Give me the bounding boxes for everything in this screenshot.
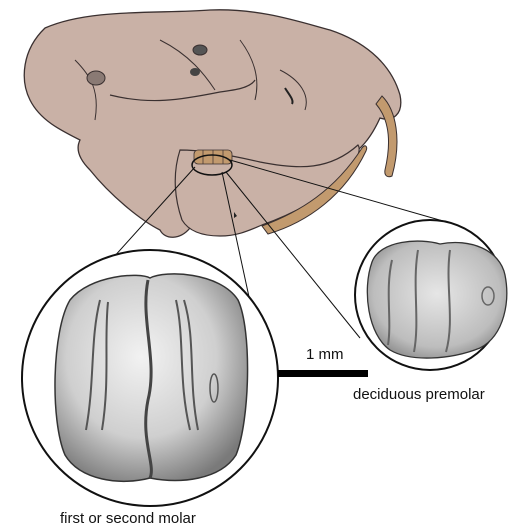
- molar-magnified-view: [22, 250, 278, 506]
- premolar-magnified-view: [355, 220, 507, 370]
- orbit-socket: [87, 71, 105, 85]
- scale-bar: [278, 370, 368, 377]
- scale-bar-label: 1 mm: [306, 346, 344, 363]
- molar-label: first or second molar: [60, 510, 196, 527]
- foramen-hole: [190, 68, 200, 76]
- foramen-hole: [193, 45, 207, 55]
- premolar-label: deciduous premolar: [353, 386, 485, 403]
- skull-illustration: [24, 10, 401, 237]
